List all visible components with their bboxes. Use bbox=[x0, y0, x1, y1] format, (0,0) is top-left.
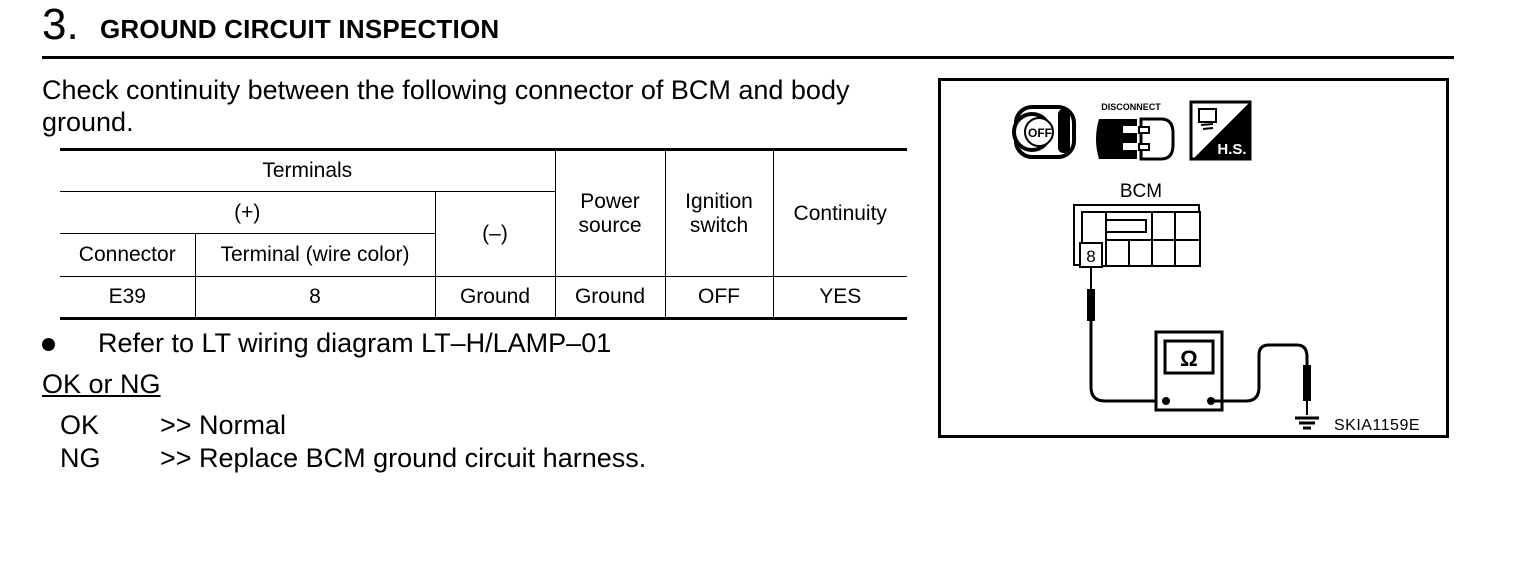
bcm-label: BCM bbox=[1120, 181, 1162, 202]
bullet-dot bbox=[42, 338, 55, 351]
step-header: 3. GROUND CIRCUIT INSPECTION bbox=[42, 0, 1454, 59]
disconnect-label: DISCONNECT bbox=[1101, 102, 1161, 112]
intro-text: Check continuity between the following c… bbox=[42, 75, 850, 137]
step-title: GROUND CIRCUIT INSPECTION bbox=[100, 14, 500, 44]
off-label: OFF bbox=[1028, 126, 1052, 140]
disconnect-icon: DISCONNECT bbox=[1096, 102, 1175, 161]
terminal-cell: 8 bbox=[194, 276, 436, 319]
connector-header: Connector bbox=[60, 233, 196, 277]
ignition-switch-header-text: Ignition switch bbox=[685, 189, 753, 237]
hs-icon: H.S. bbox=[1189, 100, 1252, 161]
reference-text: Refer to LT wiring diagram LT–H/LAMP–01 bbox=[98, 328, 612, 358]
ignition-switch-cell: OFF bbox=[664, 276, 774, 319]
continuity-header: Continuity bbox=[772, 149, 907, 277]
pin-8-label: 8 bbox=[1086, 247, 1095, 266]
plus-header: (+) bbox=[60, 191, 436, 234]
ignition-key-off-icon: OFF bbox=[1012, 105, 1076, 159]
header-rule bbox=[42, 56, 1454, 59]
power-source-header-text: Power source bbox=[578, 189, 642, 237]
table-row: E39 8 Ground Ground OFF YES bbox=[60, 276, 907, 319]
probe-lead-positive bbox=[1087, 267, 1163, 403]
ok-key: OK bbox=[60, 410, 100, 440]
ohmmeter-icon: Ω bbox=[1154, 330, 1224, 412]
hs-label: H.S. bbox=[1217, 141, 1246, 158]
ignition-switch-header: Ignition switch bbox=[664, 149, 774, 277]
ng-key: NG bbox=[60, 443, 101, 473]
power-source-header: Power source bbox=[554, 149, 666, 277]
ohm-symbol: Ω bbox=[1180, 346, 1198, 371]
ok-ng-heading: OK or NG bbox=[42, 369, 161, 399]
step-number: 3. bbox=[42, 0, 79, 49]
wiring-figure: OFF DISCONNECT H.S. BCM bbox=[938, 78, 1449, 438]
probe-lead-negative bbox=[1214, 343, 1311, 415]
terminals-header: Terminals bbox=[60, 149, 556, 192]
power-source-cell: Ground bbox=[554, 276, 666, 319]
minus-cell: Ground bbox=[434, 276, 556, 319]
figure-code: SKIA1159E bbox=[1334, 417, 1420, 434]
connector-cell: E39 bbox=[60, 276, 196, 319]
ng-value: >> Replace BCM ground circuit harness. bbox=[160, 443, 647, 473]
ground-icon bbox=[1295, 416, 1319, 430]
continuity-cell: YES bbox=[772, 276, 907, 319]
ok-value: >> Normal bbox=[160, 410, 287, 440]
continuity-diagram: OFF DISCONNECT H.S. BCM bbox=[1012, 100, 1420, 434]
bcm-connector: 8 bbox=[1073, 204, 1201, 268]
minus-header: (–) bbox=[434, 191, 555, 277]
terminal-header: Terminal (wire color) bbox=[194, 233, 435, 277]
terminals-table: Terminals Power source Ignition switch C… bbox=[60, 148, 907, 320]
